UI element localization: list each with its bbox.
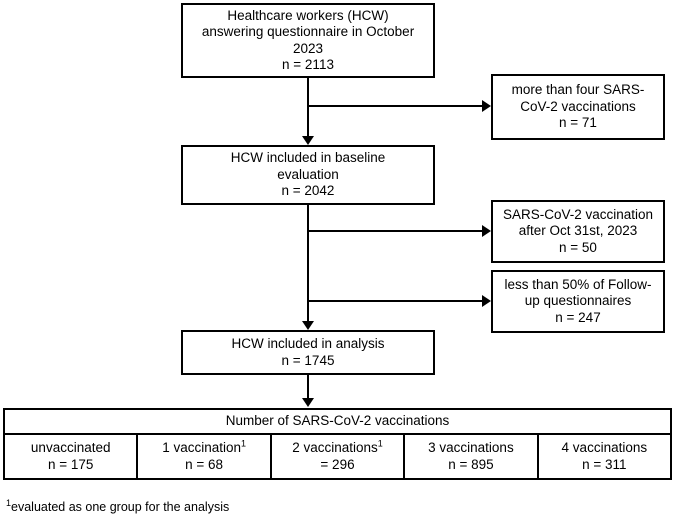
table-cell-4-vaccinations-count: n = 311 <box>582 457 627 472</box>
table-cell-2-vaccinations-footnote-marker: 1 <box>377 438 383 449</box>
connector-baseline-to-analysis-line <box>307 205 309 322</box>
table-cell-4-vaccinations-label: 4 vaccinations <box>561 440 648 455</box>
table-header: Number of SARS-CoV-2 vaccinations <box>5 410 670 435</box>
table-cell-2-vaccinations: 2 vaccinations1 = 296 <box>269 435 403 478</box>
node-exclusion-vaccination-after-oct-31: SARS-CoV-2 vaccination after Oct 31st, 2… <box>491 200 665 263</box>
connector-enrollment-to-exclusion1-line <box>307 105 483 107</box>
footnote-marker: 1 <box>6 497 12 508</box>
vaccination-counts-table: Number of SARS-CoV-2 vaccinations unvacc… <box>3 408 672 480</box>
node-baseline-evaluation-text: HCW included in baseline evaluation n = … <box>230 150 386 199</box>
connector-baseline-to-exclusion3-arrowhead <box>482 295 491 307</box>
node-exclusion-vaccination-after-oct-31-text: SARS-CoV-2 vaccination after Oct 31st, 2… <box>502 206 654 255</box>
node-exclusion-more-than-four-vaccinations-text: more than four SARS- CoV-2 vaccinations … <box>511 82 645 131</box>
table-cell-2-vaccinations-label: 2 vaccinations <box>292 440 378 455</box>
table-cell-1-vaccination-count: n = 68 <box>185 457 224 472</box>
table-cell-3-vaccinations-count: n = 895 <box>448 457 494 472</box>
table-cell-unvaccinated-count: n = 175 <box>47 457 94 472</box>
table-cell-unvaccinated: unvaccinated n = 175 <box>5 435 136 478</box>
node-baseline-evaluation: HCW included in baseline evaluation n = … <box>181 145 435 205</box>
node-enrollment: Healthcare workers (HCW) answering quest… <box>181 3 435 78</box>
connector-analysis-to-table-line <box>307 375 309 399</box>
node-enrollment-text: Healthcare workers (HCW) answering quest… <box>201 7 415 73</box>
connector-analysis-to-table-arrowhead <box>302 398 314 407</box>
table-cell-2-vaccinations-count: = 296 <box>320 457 355 472</box>
table-cell-1-vaccination: 1 vaccination1 n = 68 <box>136 435 269 478</box>
footnote-text: evaluated as one group for the analysis <box>11 500 230 514</box>
table-cell-1-vaccination-footnote-marker: 1 <box>241 438 247 449</box>
connector-baseline-to-analysis-arrowhead <box>302 321 314 330</box>
node-included-in-analysis-text: HCW included in analysis n = 1745 <box>231 336 385 368</box>
connector-baseline-to-exclusion2-line <box>307 230 483 232</box>
footnote: 1evaluated as one group for the analysis <box>6 497 230 515</box>
connector-enrollment-to-baseline-arrowhead <box>302 136 314 145</box>
node-included-in-analysis: HCW included in analysis n = 1745 <box>181 330 435 375</box>
node-exclusion-less-than-50-percent-followup: less than 50% of Follow- up questionnair… <box>491 270 665 333</box>
table-cell-4-vaccinations: 4 vaccinations n = 311 <box>536 435 670 478</box>
node-exclusion-more-than-four-vaccinations: more than four SARS- CoV-2 vaccinations … <box>491 74 665 140</box>
connector-baseline-to-exclusion3-line <box>307 300 483 302</box>
table-cell-3-vaccinations: 3 vaccinations n = 895 <box>403 435 536 478</box>
table-cell-3-vaccinations-label: 3 vaccinations <box>428 440 514 455</box>
connector-enrollment-to-baseline-line <box>307 78 309 137</box>
table-cell-1-vaccination-label: 1 vaccination <box>162 440 241 455</box>
connector-enrollment-to-exclusion1-arrowhead <box>482 100 491 112</box>
node-exclusion-less-than-50-percent-followup-text: less than 50% of Follow- up questionnair… <box>504 276 652 325</box>
table-cell-unvaccinated-label: unvaccinated <box>30 440 111 455</box>
connector-baseline-to-exclusion2-arrowhead <box>482 225 491 237</box>
